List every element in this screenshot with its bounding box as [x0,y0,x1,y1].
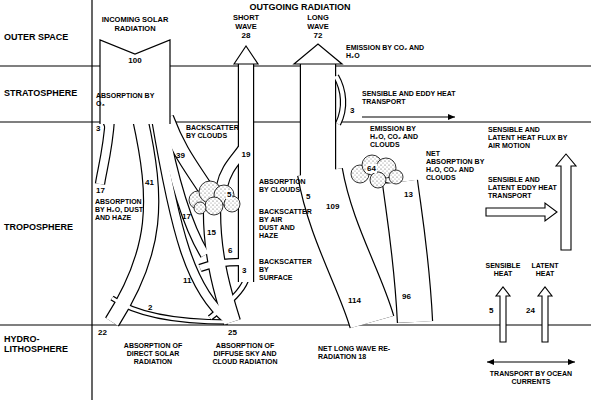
flow-value: 109 [326,202,339,211]
process-label: TRANSPORT BY OCEAN CURRENTS [488,370,574,386]
band-fill [210,280,246,318]
flow-value: 39 [176,151,185,160]
incoming-arrow [100,40,170,124]
process-label: LATENT HEAT [525,262,565,278]
flow-value: 114 [348,296,361,305]
flow-value: 2 [148,303,152,312]
flow-value: 13 [404,190,413,199]
flow-value: 17 [96,186,105,195]
process-label: SENSIBLE AND LATENT EDDY HEAT TRANSPORT [488,176,560,200]
process-label: SENSIBLE AND EDDY HEAT TRANSPORT [362,90,462,106]
process-label: ABSORPTION BY O₃ [96,92,158,108]
flow-value: 6 [228,246,232,255]
band-fill [336,76,343,124]
process-label: ABSORPTION OF DIFFUSE SKY AND CLOUD RADI… [203,342,287,366]
flow-value: 41 [145,178,154,187]
shortwave-head [234,46,258,64]
process-label: ABSORPTION BY CLOUDS [259,178,303,194]
band-outline [300,62,336,178]
flow-value: 3 [96,124,100,133]
flow-value: 5 [306,192,310,201]
heat-arrows [486,154,576,342]
flow-value: 5 [489,306,493,315]
process-label: BACKSCATTER BY CLOUDS [186,124,238,140]
band-fill [320,172,372,322]
band-outline [336,76,343,124]
band-outline [238,62,254,282]
flow-value: 3 [350,106,354,115]
band-fill [400,182,415,322]
process-label: NET LONG WAVE RE-RADIATION 18 [318,345,400,361]
flow-label: LONG WAVE [300,14,336,31]
process-label: NET ABSORPTION BY H₂O, CO₂ AND CLOUDS [426,150,486,182]
flow-value: 15 [207,228,216,237]
process-label: EMISSION BY CO₂ AND H₂O [346,44,436,60]
band-fill [239,62,253,282]
transport-arrows [362,117,575,362]
flow-value: 19 [240,150,252,159]
flow-label: INCOMING SOLAR RADIATION [95,16,175,33]
band-fill [112,298,228,322]
flow-value: 3 [242,266,246,275]
layer-name: HYDRO- LITHOSPHERE [4,334,86,355]
flow-value: 17 [182,212,191,221]
flow-value: 22 [98,328,107,337]
band-outline [100,118,110,184]
process-label: ABSORPTION BY H₂O, DUST AND HAZE [95,198,145,222]
process-label: BACKSCATTER BY AIR DUST AND HAZE [259,208,303,240]
cloud-symbols [189,155,403,215]
layer-name: STRATOSPHERE [4,88,90,98]
process-label: EMISSION BY H₂O, CO₂ AND CLOUDS [370,125,432,149]
process-label: SENSIBLE AND LATENT HEAT FLUX BY AIR MOT… [488,126,568,150]
flow-value: 72 [308,31,328,40]
layer-name: TROPOSPHERE [4,222,90,232]
layer-name: OUTER SPACE [4,32,90,42]
flow-label: SHORT WAVE [228,14,264,31]
band-fill [100,118,110,184]
incoming-arrow-fill [100,40,170,124]
process-label: BACKSCATTER BY SURFACE [259,258,303,282]
band-fill [200,262,242,268]
flow-value: 64 [366,164,377,173]
flow-arrowheads [100,40,342,124]
process-label: ABSORPTION OF DIRECT SOLAR RADIATION [112,342,194,366]
longwave-head [294,44,342,64]
flow-value: 5 [226,190,232,199]
process-label: SENSIBLE HEAT [483,262,523,278]
flow-value: 28 [236,31,256,40]
flow-value: 100 [125,56,145,65]
flow-value: 25 [228,328,237,337]
flow-value: 24 [526,306,535,315]
band-fill [301,62,335,178]
heading: OUTGOING RADIATION [215,2,385,12]
band-outline [400,182,415,322]
flow-value: 11 [183,276,191,285]
flow-value: 96 [402,292,411,301]
band-outline [320,172,372,322]
